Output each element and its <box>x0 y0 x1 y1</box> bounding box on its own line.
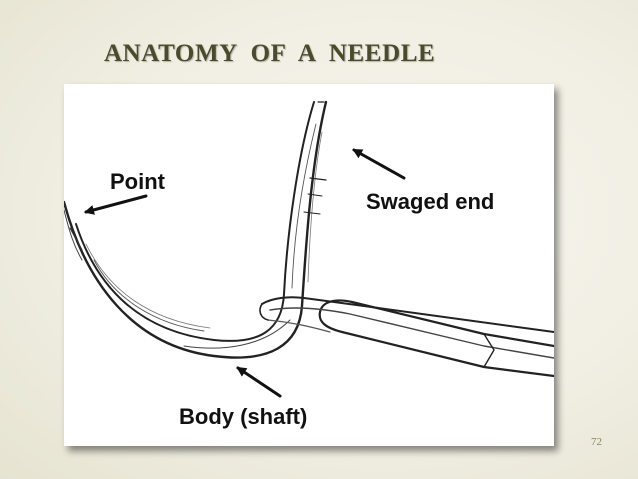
needle-illustration: Point Swaged end Body (shaft) <box>64 100 554 429</box>
slide-title: ANATOMY OF A NEEDLE <box>104 40 436 67</box>
label-body-shaft: Body (shaft) <box>179 404 307 429</box>
needle-holder <box>259 296 554 378</box>
label-swaged-end: Swaged end <box>366 189 494 214</box>
page-number: 72 <box>591 436 602 448</box>
callout-arrows <box>84 148 406 398</box>
needle-anatomy-figure: Point Swaged end Body (shaft) <box>64 84 554 446</box>
label-point: Point <box>110 169 166 194</box>
arrow-point <box>84 194 148 215</box>
arrow-body <box>236 366 282 398</box>
arrow-swaged-end <box>352 148 406 180</box>
curved-needle <box>64 100 328 359</box>
